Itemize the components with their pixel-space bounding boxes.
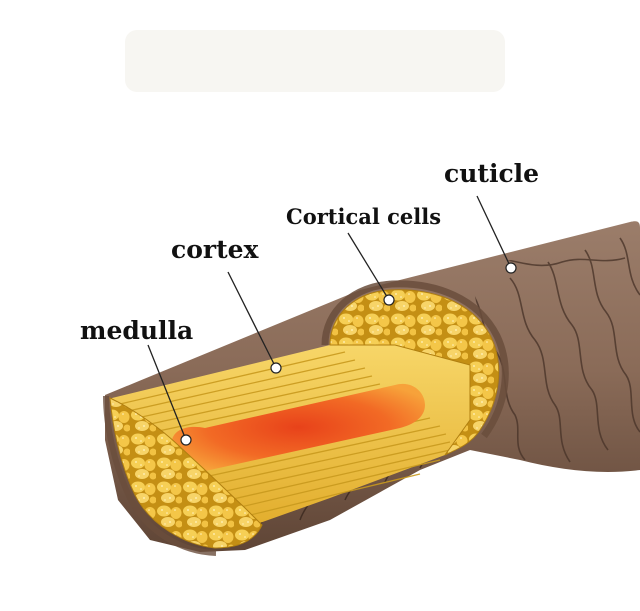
cuticle-pointer-dot	[505, 262, 517, 274]
pointer-dots	[180, 262, 517, 446]
cuticle-label: cuticle	[444, 159, 539, 188]
front-face-rim	[103, 395, 217, 556]
cortex-pointer-dot	[270, 362, 282, 374]
cortex-label: cortex	[171, 235, 260, 264]
cortex-fiber-stripes	[119, 351, 451, 519]
back-face-rim	[321, 280, 509, 439]
cortical-cells-back-face	[329, 289, 500, 456]
cortical-cells-pointer-dot	[383, 294, 395, 306]
medulla-pointer-dot	[180, 434, 192, 446]
pointer-lines	[147, 195, 512, 441]
cortical-cells-front-face	[109, 397, 263, 549]
cortical-cells-label: Cortical cells	[286, 204, 441, 229]
medulla-label: medulla	[80, 316, 193, 345]
medulla-core	[172, 383, 425, 471]
faded-header-band	[125, 30, 505, 92]
